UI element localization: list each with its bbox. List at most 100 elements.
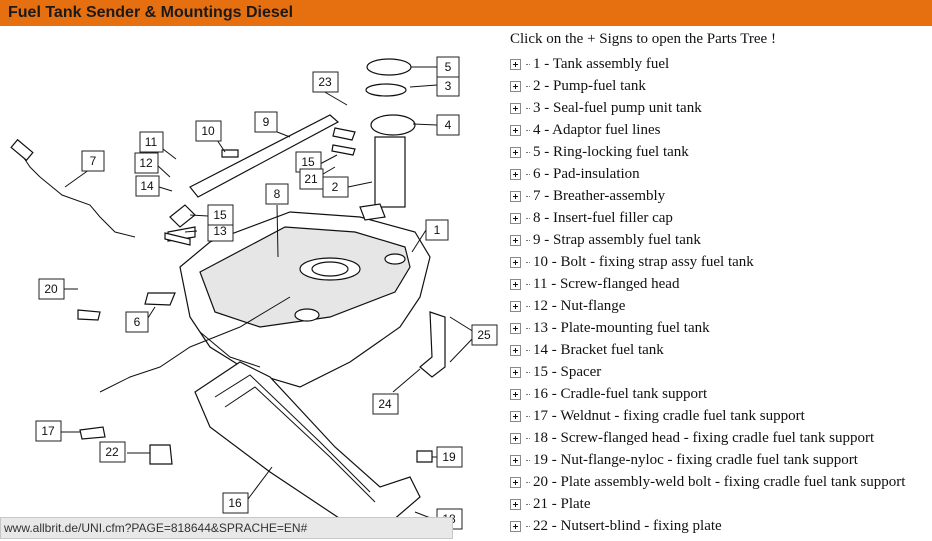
tree-item-label: 9 - Strap assembly fuel tank: [533, 231, 701, 248]
tree-connector: [526, 459, 530, 461]
cradle-drawing: [194, 361, 421, 528]
tree-item-label: 6 - Pad-insulation: [533, 165, 640, 182]
tree-item[interactable]: 16 - Cradle-fuel tank support: [510, 383, 930, 405]
callout-19[interactable]: 19: [436, 446, 463, 468]
expand-plus-icon[interactable]: [510, 388, 521, 400]
callout-8[interactable]: 8: [265, 183, 289, 205]
tree-item[interactable]: 10 - Bolt - fixing strap assy fuel tank: [510, 251, 930, 273]
svg-text:19: 19: [442, 450, 456, 464]
tree-item[interactable]: 8 - Insert-fuel filler cap: [510, 207, 930, 229]
expand-plus-icon[interactable]: [510, 454, 521, 466]
expand-plus-icon[interactable]: [510, 212, 521, 224]
tree-item-label: 22 - Nutsert-blind - fixing plate: [533, 517, 722, 534]
svg-text:12: 12: [139, 156, 153, 170]
callout-7[interactable]: 7: [81, 150, 105, 172]
parts-tree-hint: Click on the + Signs to open the Parts T…: [510, 31, 776, 47]
tree-item-label: 16 - Cradle-fuel tank support: [533, 385, 708, 402]
tree-connector: [526, 283, 530, 285]
tree-item[interactable]: 18 - Screw-flanged head - fixing cradle …: [510, 427, 930, 449]
callout-17[interactable]: 17: [35, 420, 62, 442]
brackets-drawing: [77, 127, 446, 465]
callout-3[interactable]: 3: [436, 75, 460, 97]
callout-2[interactable]: 2: [322, 176, 349, 198]
expand-plus-icon[interactable]: [510, 80, 521, 92]
expand-plus-icon[interactable]: [510, 124, 521, 136]
tree-item[interactable]: 3 - Seal-fuel pump unit tank: [510, 97, 930, 119]
tree-item-label: 2 - Pump-fuel tank: [533, 77, 646, 94]
svg-text:10: 10: [201, 124, 215, 138]
callout-25[interactable]: 25: [471, 324, 498, 346]
callout-14[interactable]: 14: [135, 175, 160, 197]
callout-23[interactable]: 23: [312, 71, 339, 93]
expand-plus-icon[interactable]: [510, 256, 521, 268]
expand-plus-icon[interactable]: [510, 520, 521, 532]
expand-plus-icon[interactable]: [510, 190, 521, 202]
expand-plus-icon[interactable]: [510, 300, 521, 312]
expand-plus-icon[interactable]: [510, 58, 521, 70]
expand-plus-icon[interactable]: [510, 278, 521, 290]
callout-9[interactable]: 9: [254, 111, 278, 133]
status-bar: www.allbrit.de/UNI.cfm?PAGE=818644&SPRAC…: [0, 517, 453, 539]
tree-connector: [526, 261, 530, 263]
tree-item[interactable]: 7 - Breather-assembly: [510, 185, 930, 207]
svg-text:2: 2: [332, 180, 339, 194]
svg-text:13: 13: [213, 224, 227, 238]
tree-connector: [526, 173, 530, 175]
tree-item[interactable]: 11 - Screw-flanged head: [510, 273, 930, 295]
callout-20[interactable]: 20: [38, 278, 65, 300]
expand-plus-icon[interactable]: [510, 168, 521, 180]
expand-plus-icon[interactable]: [510, 102, 521, 114]
svg-text:4: 4: [445, 118, 452, 132]
expand-plus-icon[interactable]: [510, 498, 521, 510]
tree-item[interactable]: 2 - Pump-fuel tank: [510, 75, 930, 97]
tree-item[interactable]: 5 - Ring-locking fuel tank: [510, 141, 930, 163]
callout-12[interactable]: 12: [134, 152, 159, 174]
tree-item[interactable]: 9 - Strap assembly fuel tank: [510, 229, 930, 251]
callout-15-b[interactable]: 15: [295, 151, 322, 173]
expand-plus-icon[interactable]: [510, 234, 521, 246]
tree-item[interactable]: 20 - Plate assembly-weld bolt - fixing c…: [510, 471, 930, 493]
svg-text:22: 22: [105, 445, 119, 459]
svg-text:11: 11: [145, 135, 158, 149]
tree-connector: [526, 437, 530, 439]
tree-item[interactable]: 6 - Pad-insulation: [510, 163, 930, 185]
callout-24[interactable]: 24: [372, 393, 399, 415]
callout-11[interactable]: 11: [139, 131, 164, 153]
expand-plus-icon[interactable]: [510, 344, 521, 356]
expand-plus-icon[interactable]: [510, 366, 521, 378]
pump-drawing: [359, 58, 416, 221]
callout-5[interactable]: 5: [436, 56, 460, 78]
tree-item[interactable]: 15 - Spacer: [510, 361, 930, 383]
tree-connector: [526, 371, 530, 373]
tree-item[interactable]: 13 - Plate-mounting fuel tank: [510, 317, 930, 339]
expand-plus-icon[interactable]: [510, 322, 521, 334]
callout-15-a[interactable]: 15: [207, 204, 234, 226]
parts-tree-panel: Click on the + Signs to open the Parts T…: [510, 27, 930, 541]
expand-plus-icon[interactable]: [510, 410, 521, 422]
parts-diagram-svg: 1 2 3 4 5 6 7 8 9 10 11 12 13 14 15 15 1…: [10, 56, 498, 530]
svg-text:15: 15: [213, 208, 227, 222]
callout-6[interactable]: 6: [125, 311, 149, 333]
callout-21[interactable]: 21: [299, 168, 324, 190]
callout-16[interactable]: 16: [222, 492, 249, 514]
tree-item-label: 15 - Spacer: [533, 363, 602, 380]
tree-item[interactable]: 17 - Weldnut - fixing cradle fuel tank s…: [510, 405, 930, 427]
tree-item[interactable]: 22 - Nutsert-blind - fixing plate: [510, 515, 930, 537]
callout-10[interactable]: 10: [195, 120, 222, 142]
tree-item[interactable]: 19 - Nut-flange-nyloc - fixing cradle fu…: [510, 449, 930, 471]
tree-connector: [526, 305, 530, 307]
svg-text:23: 23: [318, 75, 332, 89]
tree-connector: [526, 63, 530, 65]
tree-item-label: 20 - Plate assembly-weld bolt - fixing c…: [533, 473, 906, 490]
tree-item[interactable]: 1 - Tank assembly fuel: [510, 53, 930, 75]
tree-item[interactable]: 12 - Nut-flange: [510, 295, 930, 317]
expand-plus-icon[interactable]: [510, 432, 521, 444]
callout-1[interactable]: 1: [425, 219, 449, 241]
callout-4[interactable]: 4: [436, 114, 460, 136]
tree-item[interactable]: 4 - Adaptor fuel lines: [510, 119, 930, 141]
expand-plus-icon[interactable]: [510, 476, 521, 488]
callout-22[interactable]: 22: [99, 441, 126, 463]
tree-item[interactable]: 21 - Plate: [510, 493, 930, 515]
tree-item[interactable]: 14 - Bracket fuel tank: [510, 339, 930, 361]
expand-plus-icon[interactable]: [510, 146, 521, 158]
